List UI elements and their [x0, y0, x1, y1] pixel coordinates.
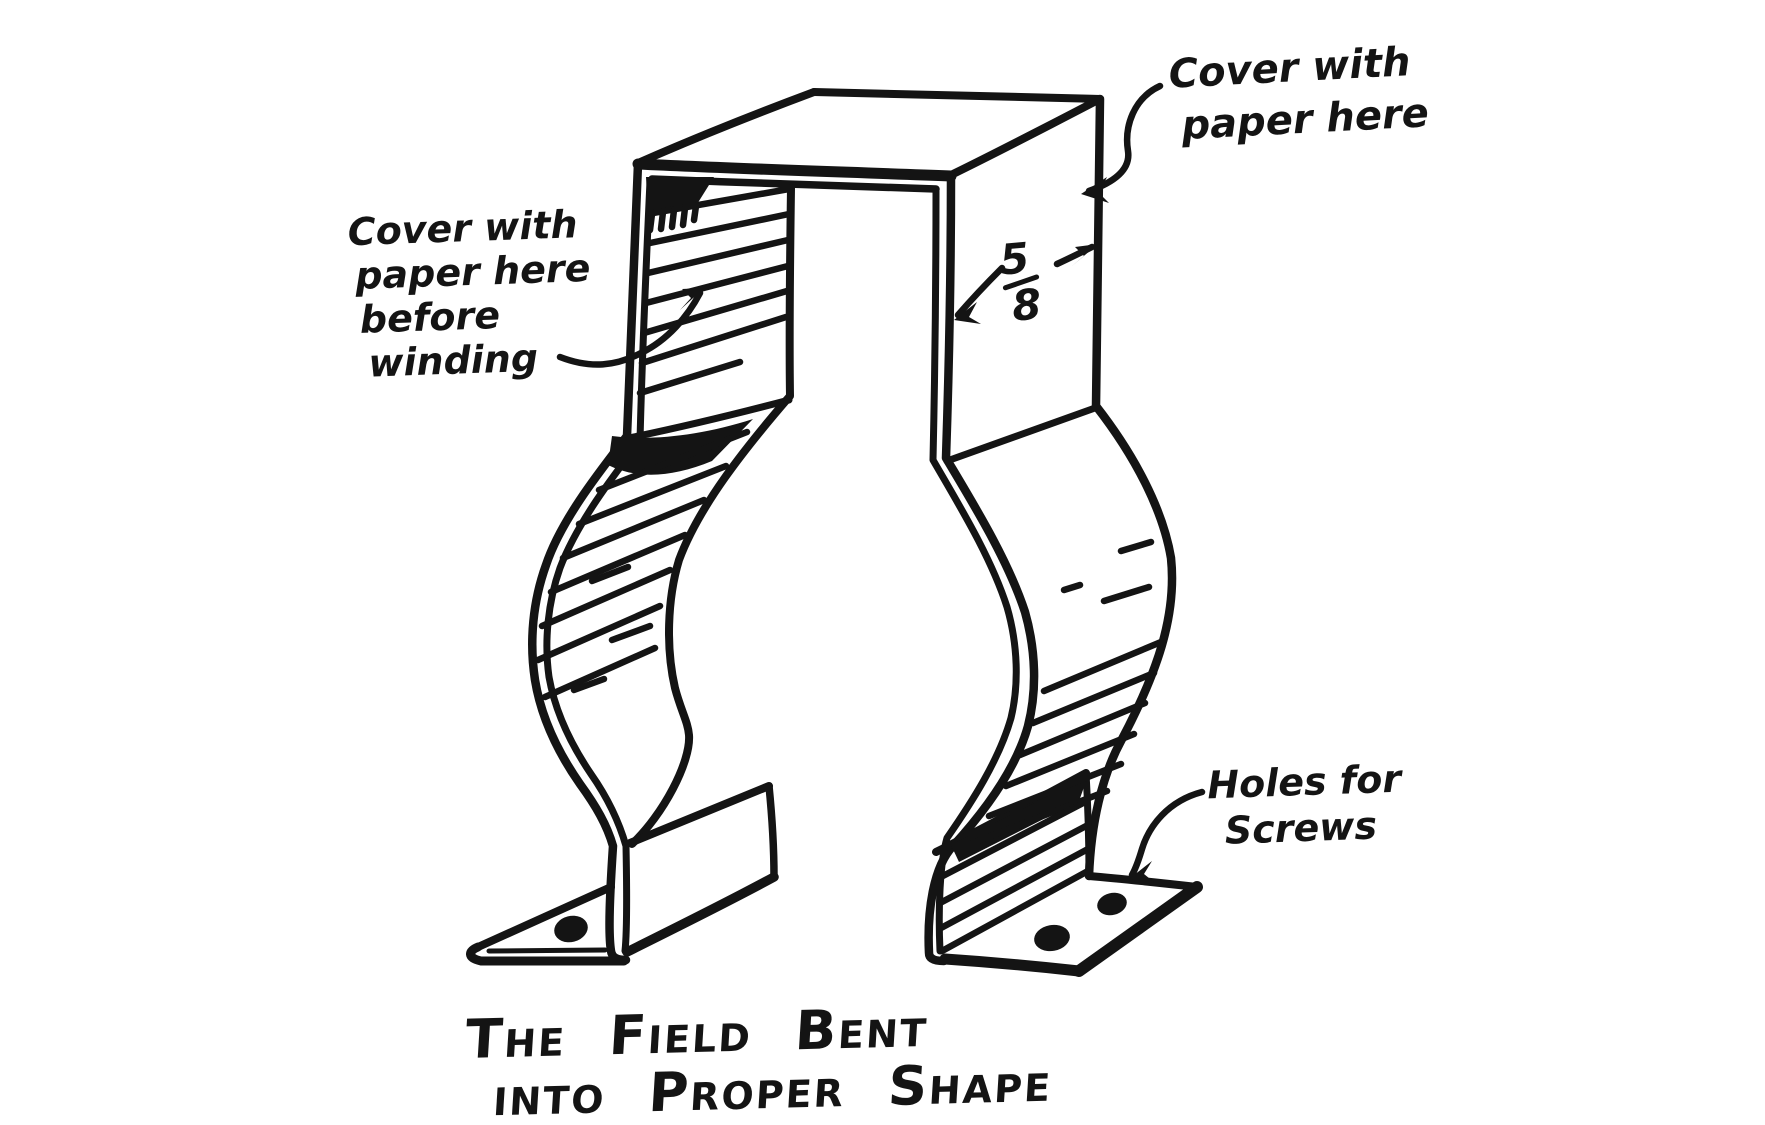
hatch-dash	[588, 563, 632, 585]
hatch-line	[595, 428, 751, 494]
annotation-line: Screws	[1224, 803, 1378, 853]
left-riser-bottom-edge	[622, 872, 779, 957]
annotation-arrows-group	[556, 82, 1206, 883]
leader-holes	[1128, 788, 1206, 879]
annotation-line: winding	[367, 335, 539, 386]
left-band-front-edge-outer	[528, 159, 643, 965]
hatch-tick	[679, 204, 689, 229]
arrowhead-dimension-right-icon	[1072, 244, 1098, 266]
annotation-cover-paper-here: Cover with paper here	[1167, 35, 1430, 152]
right-bulge-ridge	[943, 404, 1099, 465]
hatch-line	[1016, 699, 1149, 759]
hatch-dash	[1117, 538, 1155, 555]
hatch-line	[534, 602, 664, 664]
hatch-line	[1002, 730, 1138, 790]
fraction-denominator: 8	[1009, 279, 1044, 331]
hatch-line	[640, 287, 791, 337]
hatch-line	[636, 358, 744, 397]
hatch-line	[938, 867, 1092, 955]
left-inner-surface-hatching	[636, 185, 793, 397]
top-face-right-edge	[949, 95, 1104, 178]
left-flange-screw-hole	[554, 915, 588, 943]
hatch-line	[646, 210, 793, 247]
hatch-line	[936, 821, 1092, 907]
top-face-left-edge	[634, 88, 818, 167]
left-opening-arc	[628, 184, 795, 848]
hatch-line	[1029, 669, 1158, 727]
hatch-line	[538, 566, 674, 630]
arrowhead-cover-right-icon	[1081, 177, 1109, 203]
hatch-line	[935, 797, 1091, 882]
hatch-dash	[608, 622, 654, 644]
hatch-line	[1040, 638, 1165, 695]
right-riser-hatching	[935, 797, 1092, 955]
hatch-line	[547, 531, 689, 596]
left-flange-inner-line	[486, 947, 608, 954]
leader-dimension-left	[954, 264, 1006, 319]
right-band-front-edge-outer	[924, 171, 1039, 966]
top-front-edge-outer	[632, 158, 957, 182]
hatch-dash	[1100, 583, 1153, 605]
left-flange-receding-edge	[474, 883, 615, 951]
annotation-line: paper here	[354, 245, 592, 299]
annotation-line: Holes for	[1206, 756, 1402, 808]
annotation-holes-for-screws: Holes for Screws	[1206, 757, 1403, 855]
left-band-front-edge-inner	[543, 177, 654, 955]
annotation-dimension-five-eighths: 5 8	[996, 233, 1044, 331]
hatch-line	[575, 462, 730, 528]
hatch-line	[644, 236, 792, 277]
left-bulge-ridge	[625, 396, 793, 442]
right-rear-edge	[1084, 94, 1177, 881]
hatch-line	[937, 845, 1092, 932]
arrowhead-cover-left-icon	[680, 288, 704, 310]
left-riser-rear-edge	[765, 782, 778, 881]
hatch-tick	[668, 206, 678, 231]
leader-cover-left	[556, 289, 704, 368]
bracket-outline-group	[466, 88, 1203, 977]
right-plate-screw-hole-rear	[1097, 892, 1127, 916]
arrowhead-dimension-left-icon	[954, 302, 981, 324]
hatch-dash	[570, 675, 608, 694]
hatch-tick	[657, 208, 667, 233]
left-flange-front-edge	[466, 942, 629, 966]
right-plate-front-edge	[939, 953, 1085, 977]
fraction-numerator: 5	[997, 233, 1032, 285]
hatch-line	[985, 760, 1125, 820]
right-band-front-edge-inner	[929, 186, 1020, 955]
top-face-rear-edge	[810, 88, 1104, 103]
left-riser-top-edge	[626, 782, 773, 847]
hatch-tick	[690, 202, 700, 224]
hatch-line	[642, 262, 792, 307]
hatch-line	[541, 644, 659, 701]
right-plate-outer-edge	[1073, 881, 1203, 977]
right-plate-screw-hole-front	[1034, 924, 1070, 952]
leader-cover-right	[1085, 82, 1164, 195]
hatch-line	[559, 496, 708, 562]
hatch-tick	[646, 210, 656, 234]
hatch-line	[638, 313, 790, 367]
arrowhead-holes-icon	[1129, 861, 1155, 883]
hatch-dash	[1060, 581, 1084, 594]
left-bulge-hatching	[534, 428, 751, 701]
annotation-cover-paper-before-winding: Cover with paper here before winding	[347, 202, 594, 387]
left-bulge-dark-wedge	[608, 419, 753, 475]
